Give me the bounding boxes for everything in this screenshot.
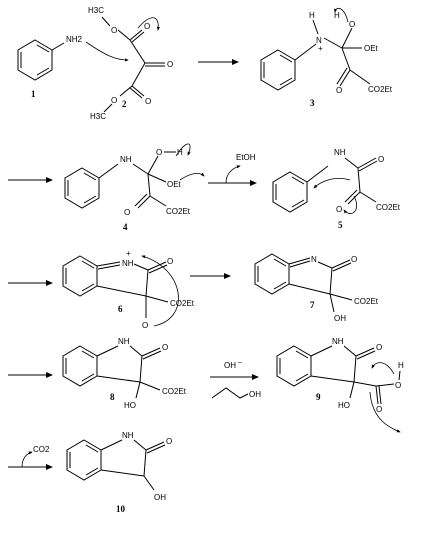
ethanol-structure: [211, 387, 249, 399]
benzene-ring: [260, 49, 296, 91]
benzene-ring: [17, 39, 53, 81]
label-plus-charge: +: [126, 249, 131, 258]
label-nh2: NH2: [66, 35, 83, 44]
label-o-ketone: O: [336, 86, 342, 95]
label-o-hydroxyl: O: [156, 148, 162, 157]
compound-7: N O CO2Et OH 7: [254, 253, 379, 323]
label-ho: HO: [338, 401, 350, 410]
compound-number-7: 7: [310, 300, 315, 310]
label-co2et: CO2Et: [170, 299, 195, 308]
label-co2et: CO2Et: [376, 203, 401, 212]
label-nh: NH: [332, 337, 344, 346]
label-o-minus: O: [142, 321, 148, 330]
label-h3c-top: H3C: [88, 6, 104, 15]
compound-number-10: 10: [116, 504, 126, 514]
curly-arrow-co2-loss: [21, 451, 33, 468]
label-o-carbonyl: O: [376, 343, 382, 352]
label-o-carbonyl: O: [162, 343, 168, 352]
label-o-ester-bottom: O: [111, 96, 117, 105]
label-o-carbonyl: O: [351, 255, 357, 264]
label-oh: OH: [154, 493, 166, 502]
curly-arrow-amine-attack: [85, 41, 129, 62]
label-o-carbonyl-top: O: [144, 22, 150, 31]
curly-arrow-decarboxylation: [369, 391, 401, 433]
label-oet: OEt: [364, 44, 379, 53]
label-h3c-bottom: H3C: [90, 112, 106, 121]
label-o-acid: O: [395, 381, 401, 390]
compound-2: H3C O O O O O H3C 2: [88, 6, 173, 121]
compound-10: NH O OH 10: [66, 431, 172, 514]
benzene-ring: [272, 171, 308, 213]
benzene-ring: [62, 345, 98, 387]
curly-arrow-oh-bond: [371, 362, 395, 375]
label-o-carbonyl: O: [167, 257, 173, 266]
label-nh: NH: [118, 337, 130, 346]
curly-arrow-proton: [333, 7, 349, 23]
six-ring: [62, 255, 98, 297]
compound-number-9: 9: [316, 392, 321, 402]
reagent-etoh: EtOH: [236, 153, 256, 162]
compound-number-5: 5: [338, 220, 343, 230]
compound-number-6: 6: [118, 304, 123, 314]
label-o-ketone: O: [124, 208, 130, 217]
label-o-ester-top: O: [111, 26, 117, 35]
label-o-carboxylate: O: [376, 405, 382, 414]
label-n: N: [311, 255, 317, 264]
label-h-transfer: H: [334, 11, 340, 20]
label-oh: OH: [334, 314, 346, 323]
label-co2et: CO2Et: [166, 207, 191, 216]
curly-arrow-proton-transfer: [141, 255, 179, 327]
compound-number-1: 1: [31, 89, 36, 99]
label-plus-charge: +: [318, 44, 323, 53]
reagent-ethanol-oh: OH: [249, 390, 261, 399]
compound-number-2: 2: [122, 99, 127, 109]
compound-1: NH2 1: [17, 35, 83, 99]
label-h: H: [177, 148, 183, 157]
curly-arrow-ketone: [343, 195, 358, 214]
benzene-ring: [64, 167, 100, 209]
compound-6: NH + O CO2Et O 6: [62, 249, 195, 330]
compound-8: NH O CO2Et HO 8: [62, 337, 187, 410]
label-oet: OEt: [167, 180, 182, 189]
reagent-co2: CO2: [33, 445, 50, 454]
compound-number-4: 4: [123, 222, 128, 232]
label-o-carbonyl: O: [378, 155, 384, 164]
curly-arrow-carbonyl: [137, 17, 160, 31]
label-nh: NH: [120, 155, 132, 164]
benzene-ring: [66, 439, 102, 481]
compound-3: H N + H O OEt O CO2Et 3: [260, 11, 393, 108]
curly-arrow-ring-attack: [313, 178, 351, 189]
curly-arrow-etoh-loss: [225, 165, 241, 184]
label-o-ketone: O: [167, 60, 173, 69]
compound-5: NH O O CO2Et 5: [272, 148, 401, 230]
reagent-hydroxide: OH: [224, 361, 236, 370]
label-co2et: CO2Et: [162, 387, 187, 396]
compound-number-3: 3: [310, 98, 315, 108]
reagent-minus-sign: –: [238, 359, 242, 366]
curly-arrow-oh: [175, 143, 191, 157]
label-h-n: H: [309, 11, 315, 20]
label-co2et: CO2Et: [368, 85, 393, 94]
compound-number-8: 8: [110, 392, 115, 402]
label-o-ketone: O: [336, 205, 342, 214]
label-h: H: [398, 361, 404, 370]
curly-arrow-leaving: [179, 172, 205, 181]
label-co2et: CO2Et: [354, 297, 379, 306]
label-ho: HO: [124, 401, 136, 410]
label-nh: NH: [334, 148, 346, 157]
compound-9: NH O HO O O H 9: [276, 337, 404, 414]
six-ring: [254, 253, 290, 295]
benzene-ring: [276, 345, 312, 387]
compound-4: NH O H OEt O CO2Et 4: [64, 148, 191, 232]
label-nh: NH: [122, 431, 134, 440]
label-o-carbonyl: O: [166, 437, 172, 446]
label-o-carbonyl-bottom: O: [145, 97, 151, 106]
label-nh: NH: [122, 259, 134, 268]
label-n-plus: N: [316, 36, 322, 45]
label-o-minus: O: [349, 20, 355, 29]
